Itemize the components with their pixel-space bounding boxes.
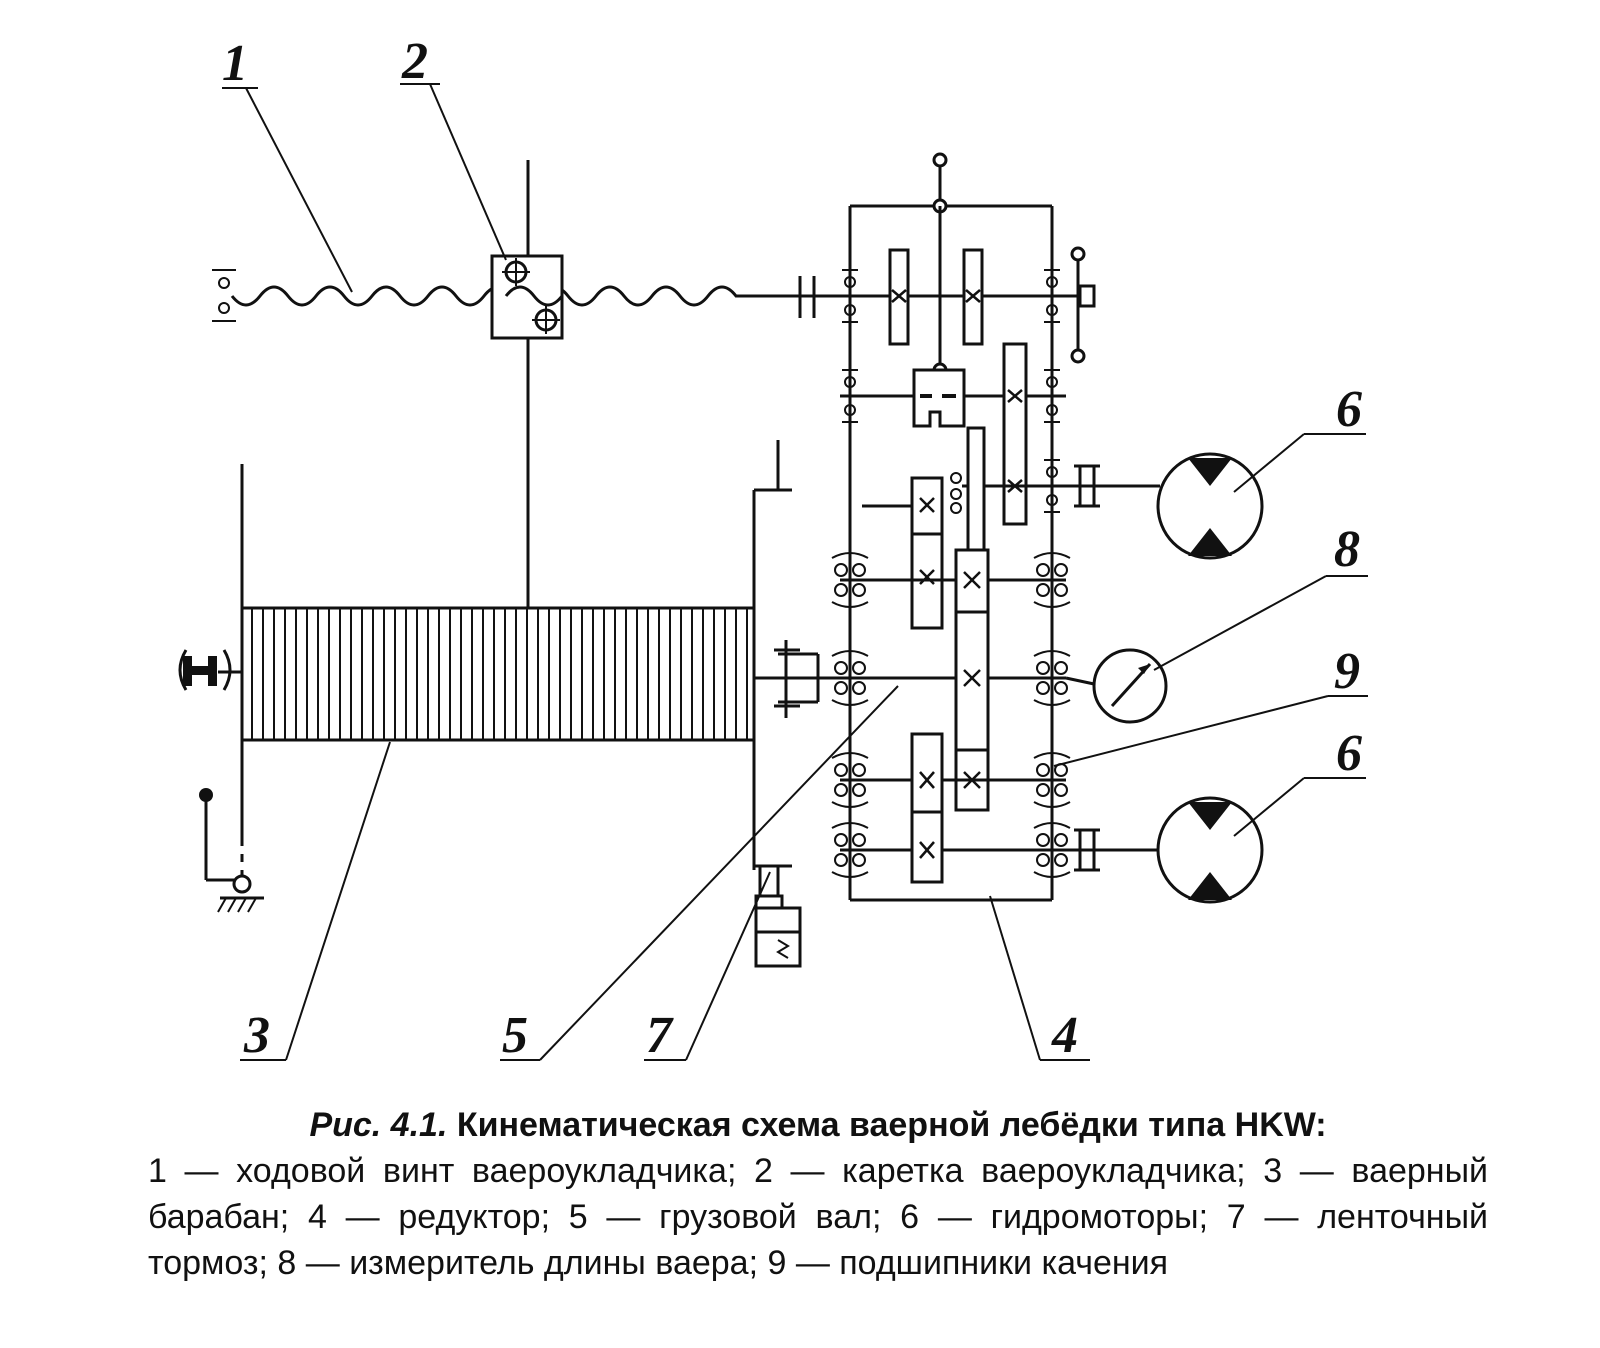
load-shaft	[754, 640, 1066, 718]
lead-screw	[212, 269, 840, 322]
label-2: 2	[401, 33, 428, 90]
label-7: 7	[646, 1007, 674, 1064]
caption-legend: 1 — ходовой винт ваероукладчика; 2 — кар…	[148, 1152, 1488, 1282]
wire-length-meter	[1065, 648, 1168, 724]
caption-heading: Кинематическая схема ваерной лебёдки тип…	[456, 1106, 1327, 1144]
screw-thread	[230, 285, 788, 307]
label-6-top: 6	[1336, 381, 1362, 438]
label-5: 5	[502, 1007, 528, 1064]
caption-prefix: Рис. 4.1.	[309, 1106, 448, 1144]
carriage	[490, 160, 564, 608]
band-brake	[754, 866, 802, 968]
label-6-bottom: 6	[1336, 725, 1362, 782]
label-1: 1	[222, 35, 248, 92]
rolling-bearings	[831, 552, 1071, 878]
label-9: 9	[1334, 643, 1360, 700]
label-4: 4	[1051, 1007, 1078, 1064]
label-3: 3	[243, 1007, 270, 1064]
hydraulic-motor-top	[1156, 452, 1264, 560]
wire-drum	[178, 440, 792, 913]
small-bearings	[842, 269, 1060, 513]
label-8: 8	[1334, 521, 1360, 578]
caption-title: Рис. 4.1. Кинематическая схема ваерной л…	[148, 1102, 1488, 1148]
gearbox	[831, 152, 1160, 902]
drum-windings	[251, 608, 748, 740]
leader-lines	[222, 83, 1368, 1061]
figure-caption: Рис. 4.1. Кинематическая схема ваерной л…	[148, 1102, 1488, 1286]
kinematic-scheme: 1 2 3 5 7 4 6 8 9 6	[178, 33, 1368, 1064]
hydraulic-motor-bottom	[1156, 796, 1264, 904]
